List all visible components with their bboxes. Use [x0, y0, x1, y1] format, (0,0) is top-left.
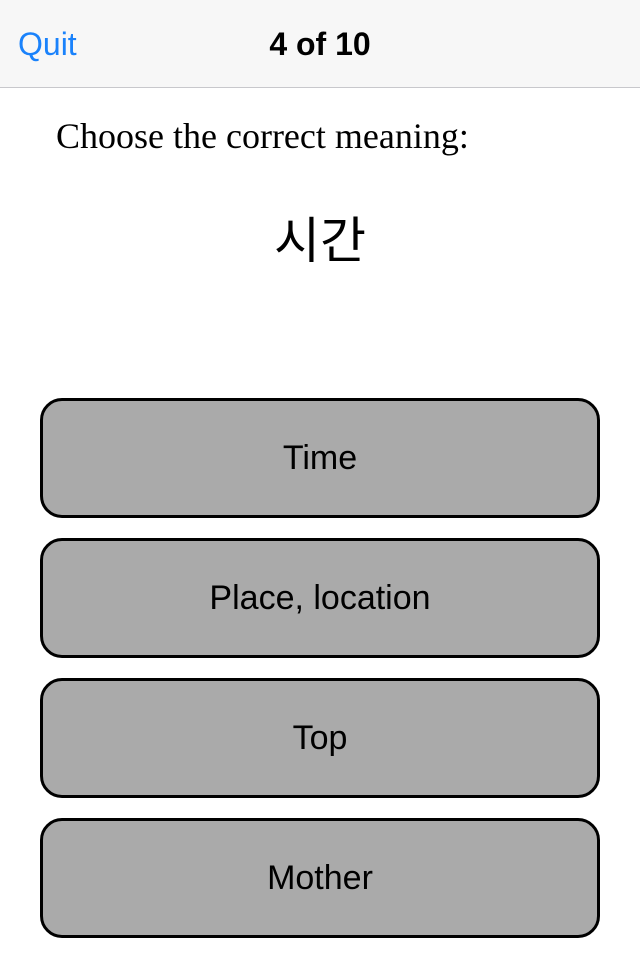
- answer-button-top[interactable]: Top: [40, 678, 600, 798]
- korean-word: 시간: [274, 212, 366, 270]
- quit-button[interactable]: Quit: [18, 26, 77, 62]
- progress-title: 4 of 10: [269, 26, 371, 62]
- question-prompt: Choose the correct meaning:: [56, 116, 469, 156]
- answer-list: Time Place, location Top Mother: [40, 398, 600, 958]
- answer-button-place-location[interactable]: Place, location: [40, 538, 600, 658]
- navigation-bar: Quit 4 of 10: [0, 0, 640, 88]
- answer-button-mother[interactable]: Mother: [40, 818, 600, 938]
- answer-button-time[interactable]: Time: [40, 398, 600, 518]
